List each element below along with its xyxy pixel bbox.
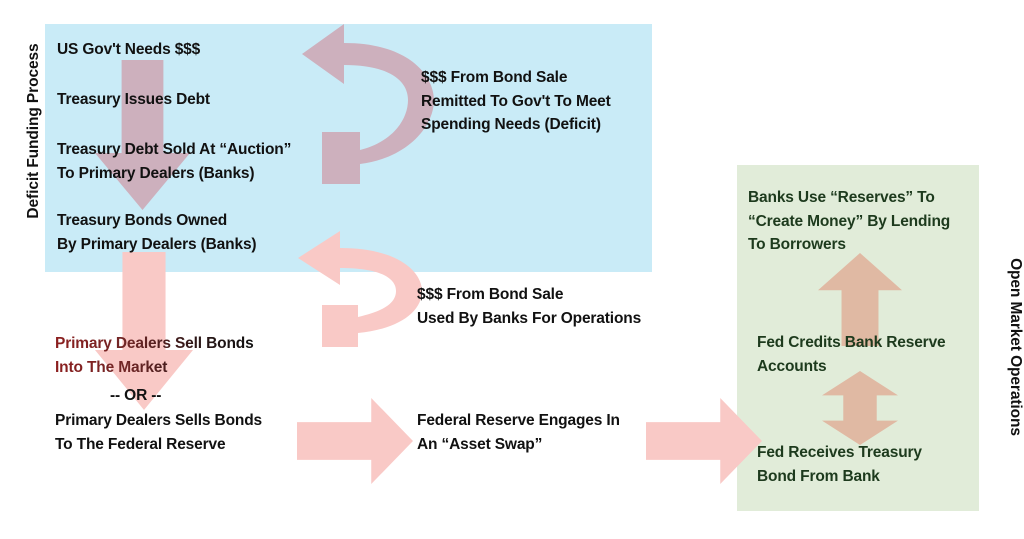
section-label-open-market-operations: Open Market Operations bbox=[1007, 258, 1024, 436]
note-proceeds-used-by-banks: $$$ From Bond Sale Used By Banks For Ope… bbox=[417, 286, 642, 327]
section-label-deficit-funding-process: Deficit Funding Process bbox=[25, 43, 42, 219]
right-arrow-to-asset-swap bbox=[297, 398, 413, 484]
step-banks-create-money-by-lending: Banks Use “Reserves” To “Create Money” B… bbox=[748, 189, 951, 254]
step-fed-receives-treasury-bond: Fed Receives Treasury Bond From Bank bbox=[757, 444, 922, 485]
note-proceeds-remitted-to-government: $$$ From Bond Sale Remitted To Gov't To … bbox=[421, 69, 611, 134]
step-treasury-bonds-owned-by-dealers: Treasury Bonds Owned By Primary Dealers … bbox=[57, 212, 257, 253]
option-sell-bonds-into-market: Primary Dealers Sell Bonds Into The Mark… bbox=[55, 332, 254, 379]
option-sell-bonds-to-federal-reserve: Primary Dealers Sells Bonds To The Feder… bbox=[55, 412, 263, 453]
step-fed-credits-bank-reserve-accounts: Fed Credits Bank Reserve Accounts bbox=[757, 334, 946, 375]
option-divider-or: -- OR -- bbox=[110, 387, 162, 404]
step-federal-reserve-asset-swap: Federal Reserve Engages In An “Asset Swa… bbox=[417, 412, 620, 453]
step-treasury-issues-debt: Treasury Issues Debt bbox=[57, 91, 210, 108]
step-us-gov-needs-money: US Gov't Needs $$$ bbox=[57, 41, 201, 58]
curved-arrow-remit-to-government bbox=[302, 24, 434, 184]
curved-arrow-bank-operations bbox=[298, 231, 422, 347]
step-treasury-debt-sold-at-auction: Treasury Debt Sold At “Auction” To Prima… bbox=[57, 141, 292, 182]
